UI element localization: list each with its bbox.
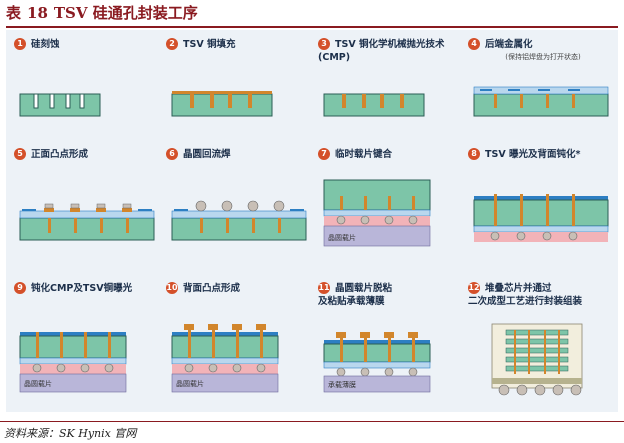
step-number-badge: 8 bbox=[468, 148, 480, 160]
step-number-badge: 10 bbox=[166, 282, 178, 294]
carrier-label: 晶圆载片 bbox=[328, 233, 356, 242]
carrier-label: 承载薄膜 bbox=[328, 380, 356, 389]
temp-carrier-bond-diagram: 晶圆载片 bbox=[323, 179, 431, 247]
front-bump-diagram bbox=[19, 203, 155, 241]
figure-title: 表 18 TSV 硅通孔封装工序 bbox=[6, 0, 618, 28]
reflow-diagram bbox=[171, 200, 307, 241]
carrier-label: 晶圆载片 bbox=[176, 379, 204, 388]
step-note: (保持铝焊盘为打开状态) bbox=[505, 53, 581, 61]
debond-film-diagram: 承载薄膜 bbox=[323, 332, 431, 393]
step-number-badge: 1 bbox=[14, 38, 26, 50]
step-number-badge: 3 bbox=[318, 38, 330, 50]
step-number-badge: 12 bbox=[468, 282, 480, 294]
title-text: TSV 硅通孔封装工序 bbox=[53, 4, 198, 22]
step-number-badge: 2 bbox=[166, 38, 178, 50]
copper-fill-diagram bbox=[171, 91, 273, 117]
carrier-label: 晶圆载片 bbox=[24, 379, 52, 388]
metallization-diagram bbox=[473, 86, 609, 117]
step-number-badge: 7 bbox=[318, 148, 330, 160]
back-bump-diagram: 晶圆载片 bbox=[171, 324, 279, 393]
title-prefix: 表 bbox=[6, 4, 22, 22]
source-note: 资料来源：SK Hynix 官网 bbox=[4, 427, 137, 440]
step-number-badge: 11 bbox=[318, 282, 330, 294]
stacked-package-diagram bbox=[491, 323, 583, 396]
step-number-badge: 6 bbox=[166, 148, 178, 160]
tsv-exposure-diagram bbox=[473, 194, 609, 242]
step-number-badge: 5 bbox=[14, 148, 26, 160]
cmp-diagram bbox=[323, 93, 425, 117]
passivation-cmp-diagram: 晶圆载片 bbox=[19, 332, 127, 393]
footer-rule bbox=[0, 421, 624, 422]
title-number: 18 bbox=[27, 4, 48, 22]
step-number-badge: 9 bbox=[14, 282, 26, 294]
step-number-badge: 4 bbox=[468, 38, 480, 50]
silicon-etch-diagram bbox=[19, 93, 101, 117]
